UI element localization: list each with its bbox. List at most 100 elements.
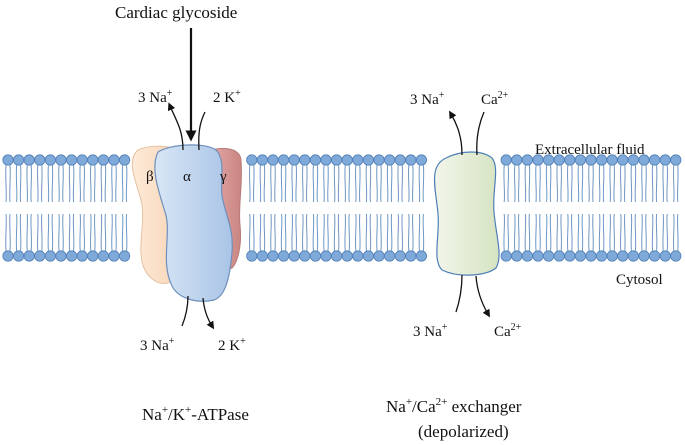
lipid-tail [344, 213, 350, 251]
lipid-tail [68, 213, 75, 251]
lipid-head [648, 154, 661, 166]
lipid-head [13, 154, 25, 166]
alpha-subunit [154, 144, 233, 302]
lipid-tail [302, 165, 308, 203]
lipid-head [44, 250, 57, 262]
lipid-tail [567, 213, 573, 251]
lipid-head [670, 250, 682, 262]
na-out-arrow [167, 102, 184, 151]
lipid-head [500, 250, 512, 262]
lipid-tail [598, 165, 605, 203]
lipid-head [330, 250, 343, 262]
lipid-tail [312, 213, 319, 251]
lipid-head [299, 250, 311, 262]
lipid-tail [630, 165, 637, 203]
lipid-tail [397, 213, 403, 251]
lipid-tail [291, 165, 297, 203]
pump-bottom-k-label: 2 K+ [218, 336, 246, 354]
lipid-tail [620, 165, 626, 203]
lipid-head [108, 250, 120, 262]
cytosol-label: Cytosol [616, 272, 663, 288]
lipid-tail [26, 213, 32, 251]
lipid-tail [408, 213, 414, 251]
lipid-tail [249, 213, 255, 251]
lipid-tail [545, 213, 552, 251]
lipid-head [87, 154, 99, 166]
lipid-tail [630, 213, 637, 251]
lipid-head [320, 154, 332, 166]
lipid-tail [37, 165, 43, 203]
lipid-head [119, 250, 131, 262]
lipid-tail [514, 165, 520, 203]
lipid-tail [535, 165, 541, 203]
lipid-tail [47, 165, 54, 203]
lipid-tail [609, 165, 615, 203]
lipid-head [670, 154, 682, 166]
lipid-head [299, 154, 311, 166]
lipid-tail [323, 165, 329, 203]
lipid-head [44, 154, 57, 166]
lipid-tail [598, 213, 605, 251]
lipid-head [638, 250, 650, 262]
lipid-tail [673, 213, 679, 251]
lipid-head [415, 250, 427, 262]
lipid-tail [100, 213, 107, 251]
lipid-tail [280, 165, 287, 203]
lipid-head [23, 154, 35, 166]
lipid-tail [641, 165, 647, 203]
lipid-head [13, 250, 25, 262]
lipid-head [553, 250, 565, 262]
lipid-head [246, 154, 258, 166]
lipid-tail [68, 165, 75, 203]
lipid-tail [259, 213, 266, 251]
lipid-tail [259, 165, 266, 203]
cardiac-glycoside-label: Cardiac glycoside [115, 3, 237, 22]
extracellular-fluid-label: Extracellular fluid [535, 142, 645, 158]
lipid-tail [588, 213, 594, 251]
lipid-head [97, 250, 110, 262]
lipid-tail [333, 165, 340, 203]
lipid-tail [270, 165, 276, 203]
lipid-tail [323, 213, 329, 251]
lipid-tail [58, 165, 64, 203]
lipid-head [500, 154, 512, 166]
lipid-head [405, 250, 417, 262]
lipid-tail [365, 213, 372, 251]
lipid-tail [100, 165, 107, 203]
na-ca-exchanger [433, 151, 500, 276]
lipid-tail [365, 165, 372, 203]
lipid-tail [588, 165, 594, 203]
lipid-tail [545, 165, 552, 203]
exchanger-top-na-label: 3 Na+ [410, 90, 445, 108]
beta-label: β [146, 169, 154, 185]
lipid-head [267, 250, 279, 262]
pump-top-na-label: 3 Na+ [138, 88, 173, 106]
lipid-tail [556, 213, 562, 251]
lipid-tail [15, 213, 22, 251]
lipid-tail [291, 213, 297, 251]
lipid-tail [577, 213, 584, 251]
na-in-arrow-bottom [181, 295, 189, 327]
lipid-tail [111, 165, 117, 203]
lipid-head [659, 154, 671, 166]
lipid-tail [15, 165, 22, 203]
lipid-tail [79, 213, 85, 251]
lipid-tail [556, 165, 562, 203]
lipid-tail [26, 165, 32, 203]
lipid-tail [58, 213, 64, 251]
lipid-tail [302, 213, 308, 251]
lipid-head [383, 250, 396, 262]
lipid-tail [641, 213, 647, 251]
lipid-head [373, 250, 385, 262]
lipid-tail [111, 213, 117, 251]
lipid-tail [312, 165, 319, 203]
lipid-head [362, 250, 374, 262]
lipid-tail [376, 165, 382, 203]
lipid-head [34, 154, 46, 166]
exchanger-title: Na+/Ca2+ exchanger [386, 396, 522, 416]
lipid-tail [37, 213, 43, 251]
lipid-head [352, 154, 364, 166]
lipid-head [521, 250, 534, 262]
lipid-tail [662, 213, 668, 251]
